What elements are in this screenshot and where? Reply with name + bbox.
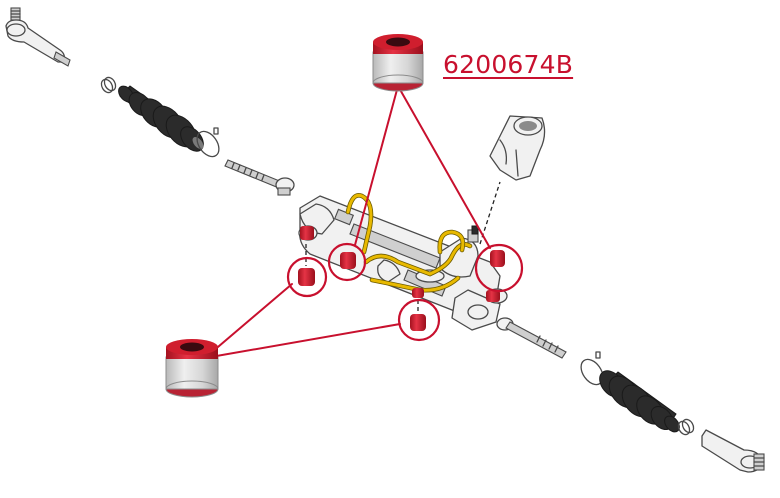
part-number-link[interactable]: 6200674B [443, 50, 574, 79]
clamp-ring-large-left-icon [196, 127, 220, 158]
leader-lines [204, 85, 491, 359]
bellows-boot-right-icon [599, 370, 680, 433]
inner-tie-rod-left-icon [224, 159, 295, 196]
bellows-boot-left-icon [118, 85, 204, 152]
clamp-ring-small-right-icon [677, 418, 695, 436]
tie-rod-end-left-icon [5, 7, 71, 67]
loose-bushing-3-icon [410, 300, 426, 331]
loose-bushing-1-icon [298, 244, 315, 286]
pinion-coupler-icon [479, 115, 546, 245]
loose-bushing-2-icon [340, 252, 356, 269]
callout-circles [286, 242, 524, 342]
inner-tie-rod-right-icon [496, 317, 567, 359]
callout-circle-1 [286, 256, 328, 298]
loose-bushing-4-icon [490, 250, 505, 267]
clamp-ring-small-left-icon [100, 76, 117, 94]
tie-rod-end-right-icon [701, 429, 765, 473]
callout-circle-2 [327, 242, 367, 282]
bushing-large-left-icon [165, 339, 219, 398]
callout-circle-3 [397, 298, 441, 342]
callout-circle-4 [474, 243, 524, 293]
bushing-large-top-icon [372, 34, 424, 92]
installed-bushings-icon [300, 226, 500, 302]
